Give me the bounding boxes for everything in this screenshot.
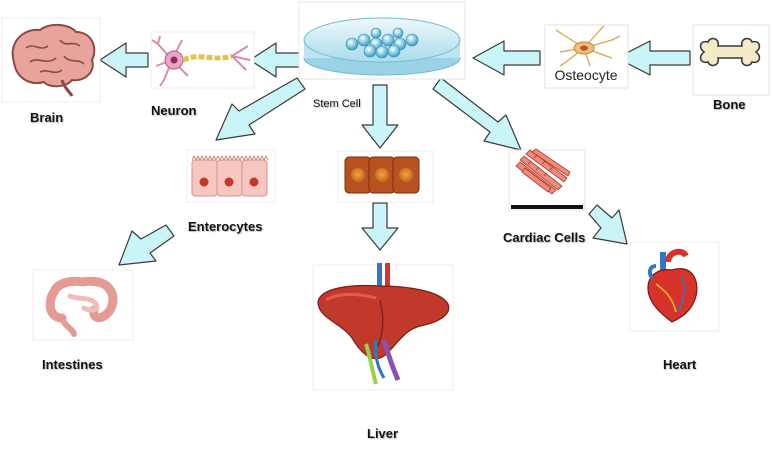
arrow-neuron-to-brain xyxy=(99,42,149,78)
arrow-stemcell-to-cardiac xyxy=(432,77,522,151)
heart-label: Heart xyxy=(663,357,697,372)
neuron-image xyxy=(150,31,255,89)
stem-cell-label: Stem Cell xyxy=(313,98,361,110)
bone-label: Bone xyxy=(713,97,746,112)
bone-image xyxy=(692,24,770,96)
enterocytes-image xyxy=(186,149,276,203)
heart-image xyxy=(629,241,720,332)
arrow-stemcell-to-neuron xyxy=(249,42,301,78)
osteocyte-image: Osteocyte xyxy=(544,24,629,89)
arrow-bone-to-osteocyte xyxy=(616,40,691,76)
neuron-label: Neuron xyxy=(151,103,197,118)
cardiac-cells-label: Cardiac Cells xyxy=(503,230,586,245)
brain-label: Brain xyxy=(30,110,64,125)
intestines-image xyxy=(32,269,134,341)
enterocytes-label: Enterocytes xyxy=(188,219,263,234)
osteocyte-label: Osteocyte xyxy=(554,67,617,83)
arrow-hepatocytes-to-liver xyxy=(361,202,399,251)
liver-label: Liver xyxy=(367,426,399,441)
arrow-stemcell-to-hepatocytes xyxy=(361,84,399,149)
intestines-label: Intestines xyxy=(42,357,103,372)
hepatocytes-image xyxy=(337,150,434,203)
arrows xyxy=(99,40,691,266)
arrow-osteocyte-to-stemcell xyxy=(472,40,541,76)
brain-image xyxy=(1,17,101,103)
arrow-stemcell-to-enterocytes xyxy=(215,77,306,141)
stem-cell-dish-image xyxy=(298,1,466,80)
cardiac-cells-image xyxy=(508,148,586,211)
arrow-enterocytes-to-intestines xyxy=(118,224,175,266)
liver-image xyxy=(312,263,454,391)
arrow-cardiac-to-heart xyxy=(588,204,628,245)
stem-cells-cluster xyxy=(345,27,419,59)
